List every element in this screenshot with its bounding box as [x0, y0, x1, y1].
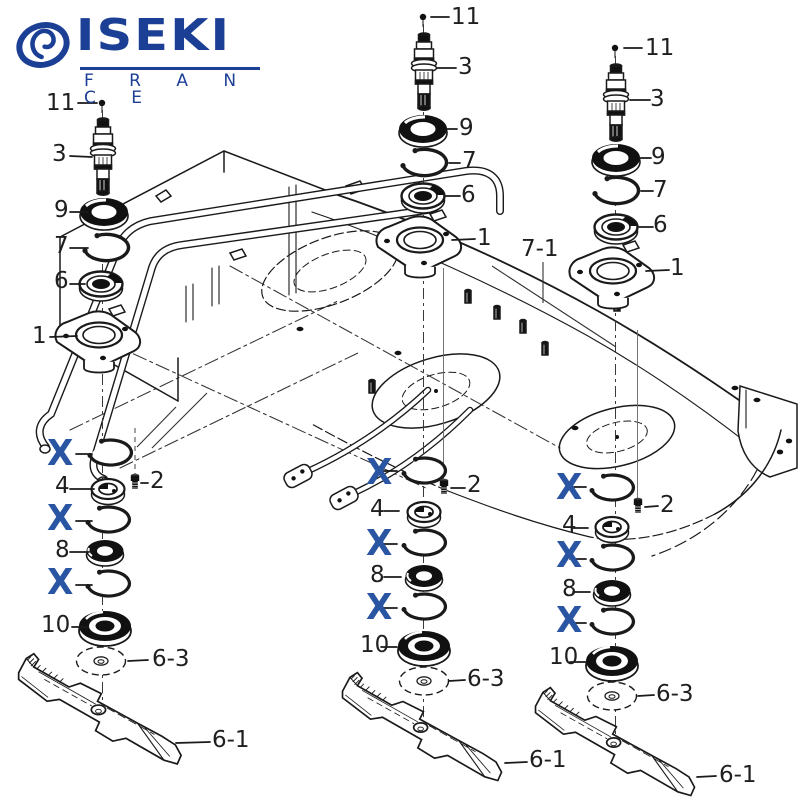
- label-spindle-middle: 3: [458, 54, 473, 80]
- label-snap-ring-right: 7: [653, 177, 668, 203]
- leader-lines-middle: [380, 16, 528, 764]
- collar-part-middle: [404, 564, 444, 592]
- label-blade-right: 6-1: [719, 762, 757, 788]
- x-ring-3-middle: [400, 591, 447, 621]
- leader-lines-left: [49, 102, 211, 744]
- logo-brand-text: ISEKI: [76, 10, 232, 61]
- label-seal-right: 9: [651, 144, 666, 170]
- pin-part-right: [611, 44, 619, 59]
- snap-ring-part-middle: [399, 146, 449, 178]
- label-bearing-top-left: 6: [54, 268, 69, 294]
- x-mark-3-right: X: [556, 600, 583, 641]
- label-bearing-bottom-middle: 10: [360, 632, 390, 658]
- label-washer-left: 6-3: [152, 646, 190, 672]
- cover-leader-7-1: [491, 262, 617, 348]
- x-ring-1-left: [86, 437, 133, 467]
- housing-part-right: [568, 239, 656, 310]
- label-seal-left: 9: [54, 197, 69, 223]
- housing-part-middle: [375, 208, 463, 279]
- deck-handle-tube: [35, 166, 504, 486]
- label-collar-middle: 8: [370, 562, 385, 588]
- label-housing-right: 1: [670, 255, 685, 281]
- label-bolt-right: 2: [660, 492, 675, 518]
- x-mark-2-left: X: [47, 498, 74, 539]
- seal-part-middle: [397, 113, 449, 149]
- spindle-part-middle: [410, 32, 438, 111]
- label-washer-right: 6-3: [656, 681, 694, 707]
- label-bolt-left: 2: [150, 468, 165, 494]
- x-ring-1-right: [588, 472, 635, 502]
- x-ring-2-middle: [400, 527, 447, 557]
- label-snap-ring-middle: 7: [462, 148, 477, 174]
- label-pin-right: 11: [645, 35, 675, 61]
- bearing-bottom-part-right: [584, 644, 640, 683]
- collar-part-right: [592, 579, 632, 607]
- label-collar-left: 8: [55, 537, 70, 563]
- logo-rule: [80, 67, 260, 70]
- label-bearing-bottom-right: 10: [549, 644, 579, 670]
- x-mark-1-left: X: [47, 433, 74, 474]
- iseki-france-logo: ISEKI F R A N C E: [14, 10, 274, 107]
- label-bearing-mid-middle: 4: [370, 496, 385, 522]
- label-pin-left: 11: [46, 90, 76, 116]
- label-housing-left: 1: [32, 323, 47, 349]
- bearing-bottom-part-left: [77, 609, 133, 648]
- label-blade-left: 6-1: [212, 727, 250, 753]
- x-mark-3-left: X: [47, 562, 74, 603]
- x-ring-3-right: [588, 606, 635, 636]
- bearing-mid-part-middle: [406, 500, 442, 529]
- bearing-top-part-right: [593, 213, 639, 246]
- bearing-top-part-middle: [400, 182, 446, 215]
- mower-deck-drawing: [35, 150, 798, 557]
- bearing-mid-part-right: [594, 515, 630, 544]
- x-ring-3-left: [84, 568, 131, 598]
- x-mark-1-right: X: [556, 467, 583, 508]
- logo-subbrand-text: F R A N C E: [84, 71, 252, 108]
- x-mark-2-middle: X: [366, 523, 393, 564]
- spindle-part-left: [89, 117, 117, 196]
- guide-diagonals-left: [136, 392, 208, 449]
- label-bearing-mid-right: 4: [562, 512, 577, 538]
- x-ring-2-right: [588, 542, 635, 572]
- seal-part-right: [590, 142, 642, 178]
- label-spindle-right: 3: [650, 86, 665, 112]
- x-ring-2-left: [84, 504, 131, 534]
- x-mark-1-middle: X: [366, 452, 393, 493]
- leader-lines-right: [569, 47, 717, 778]
- bolt-part-right: [633, 497, 643, 514]
- snap-ring-part-left: [81, 231, 131, 263]
- label-spindle-left: 3: [52, 141, 67, 167]
- collar-part-left: [85, 539, 125, 567]
- label-deck-cover: 7-1: [521, 236, 559, 262]
- seal-part-left: [78, 196, 130, 232]
- snap-ring-part-right: [591, 174, 641, 206]
- washer-part-right: [586, 681, 638, 711]
- label-washer-middle: 6-3: [467, 666, 505, 692]
- spindle-part-right: [602, 63, 630, 142]
- label-housing-middle: 1: [477, 225, 492, 251]
- label-bearing-top-right: 6: [653, 212, 668, 238]
- label-bearing-mid-left: 4: [55, 473, 70, 499]
- label-pin-middle: 11: [451, 4, 481, 30]
- bearing-bottom-part-middle: [396, 629, 452, 668]
- iseki-swirl-icon: [16, 22, 70, 68]
- label-bearing-top-middle: 6: [461, 182, 476, 208]
- bearing-top-part-left: [78, 270, 124, 303]
- label-bearing-bottom-left: 10: [41, 612, 71, 638]
- label-seal-middle: 9: [459, 115, 474, 141]
- label-snap-ring-left: 7: [54, 233, 69, 259]
- label-collar-right: 8: [562, 576, 577, 602]
- bearing-mid-part-left: [90, 477, 126, 506]
- x-mark-2-right: X: [556, 535, 583, 576]
- label-bolt-middle: 2: [467, 472, 482, 498]
- x-mark-3-middle: X: [366, 587, 393, 628]
- washer-part-left: [75, 646, 127, 676]
- bolt-part-left: [130, 473, 140, 490]
- bolt-part-middle: [439, 478, 449, 495]
- pin-part-middle: [419, 13, 427, 28]
- label-blade-middle: 6-1: [529, 747, 567, 773]
- washer-part-middle: [398, 666, 450, 696]
